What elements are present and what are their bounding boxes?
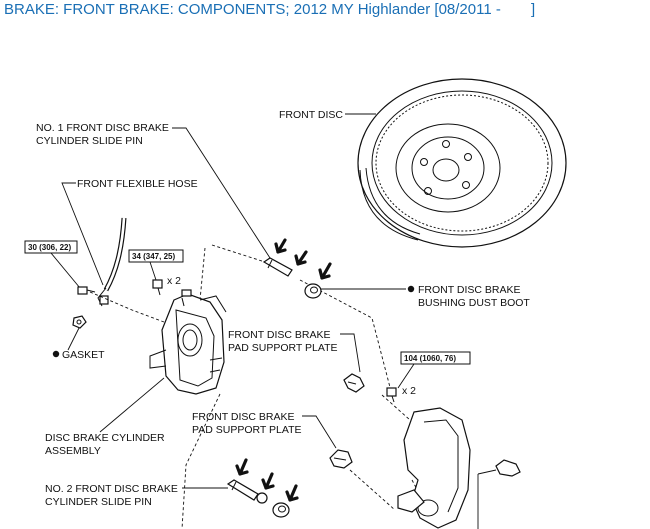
- flexible-hose: [97, 217, 127, 307]
- slide-pin-1-label-line1: NO. 1 FRONT DISC BRAKE: [36, 122, 169, 134]
- slide-pin-2-bushing: [256, 492, 268, 504]
- gasket-part: [72, 315, 87, 329]
- dash-line-plate-b: [349, 469, 396, 511]
- bushing-label-line1: FRONT DISC BRAKE: [418, 284, 521, 296]
- pad-clip-leader-2: [477, 469, 497, 475]
- union-bolt: [77, 286, 96, 295]
- grease-arrow-icon: [274, 238, 287, 254]
- pad-support-plate-a: [343, 373, 365, 393]
- quantity-104: x 2: [402, 385, 416, 397]
- pad-clip: [495, 459, 521, 477]
- dash-line-lower: [181, 393, 221, 529]
- slide-pin-2-label-line1: NO. 2 FRONT DISC BRAKE: [45, 483, 178, 495]
- torque-104-leader: [397, 363, 415, 389]
- page-title: BRAKE: FRONT BRAKE: COMPONENTS; 2012 MY …: [4, 1, 501, 18]
- disc-brake-cylinder: [149, 289, 227, 395]
- torque-30-text: 30 (306, 22): [28, 243, 71, 252]
- flex-hose-label: FRONT FLEXIBLE HOSE: [77, 178, 198, 190]
- pad-plate-a-leader: [340, 333, 361, 373]
- grease-arrow-icon: [318, 262, 332, 280]
- pad-plate-a-label-line1: FRONT DISC BRAKE: [228, 329, 331, 341]
- flex-hose-leader: [61, 182, 104, 286]
- front-disc: [357, 78, 567, 248]
- cylinder-assembly-leader: [99, 377, 165, 433]
- slide-pin-2-boot: [272, 502, 290, 518]
- cylinder-assembly-label-line2: ASSEMBLY: [45, 445, 101, 457]
- title-bracket: ]: [531, 1, 536, 18]
- slide-pin-1-leader: [172, 127, 271, 259]
- bleeder-bolt: [152, 279, 163, 296]
- gasket-dot: [52, 350, 60, 358]
- torque-104-text: 104 (1060, 76): [404, 354, 456, 363]
- torque-34-text: 34 (347, 25): [132, 252, 175, 261]
- gasket-leader: [67, 327, 80, 351]
- torque-34-leader: [149, 261, 157, 281]
- pad-plate-b-label-line2: PAD SUPPORT PLATE: [192, 424, 302, 436]
- mounting-bolt: [386, 387, 397, 403]
- slide-pin-1: [262, 257, 293, 277]
- dash-line-bolt104: [381, 394, 411, 421]
- pad-plate-a-label-line2: PAD SUPPORT PLATE: [228, 342, 338, 354]
- grease-arrow-icon: [235, 458, 249, 476]
- front-disc-label: FRONT DISC: [279, 109, 343, 121]
- pad-support-plate-b: [329, 449, 353, 469]
- bushing-label-line2: BUSHING DUST BOOT: [418, 297, 530, 309]
- caliper-bracket: [397, 407, 471, 529]
- grease-arrow-icon: [285, 484, 299, 502]
- quantity-34: x 2: [167, 275, 181, 287]
- bushing-dot: [407, 285, 415, 293]
- dash-line-pin1: [211, 244, 266, 263]
- grease-arrow-icon: [294, 250, 308, 266]
- slide-pin-2-label-line2: CYLINDER SLIDE PIN: [45, 496, 152, 508]
- dash-line-upper: [199, 247, 206, 301]
- torque-box-30: 30 (306, 22): [24, 240, 78, 254]
- dash-line-right: [299, 279, 393, 396]
- torque-box-34: 34 (347, 25): [128, 249, 184, 263]
- slide-pin-1-label-line2: CYLINDER SLIDE PIN: [36, 135, 143, 147]
- grease-arrow-icon: [261, 472, 275, 490]
- bushing-dust-boot: [304, 283, 322, 299]
- torque-box-104: 104 (1060, 76): [400, 351, 471, 365]
- pad-plate-b-leader: [302, 415, 337, 449]
- gasket-label: GASKET: [62, 349, 105, 361]
- pad-plate-b-label-line1: FRONT DISC BRAKE: [192, 411, 295, 423]
- torque-30-leader: [50, 252, 81, 289]
- slide-pin-2: [226, 479, 259, 501]
- cylinder-assembly-label-line1: DISC BRAKE CYLINDER: [45, 432, 165, 444]
- dash-line-hose: [89, 291, 165, 323]
